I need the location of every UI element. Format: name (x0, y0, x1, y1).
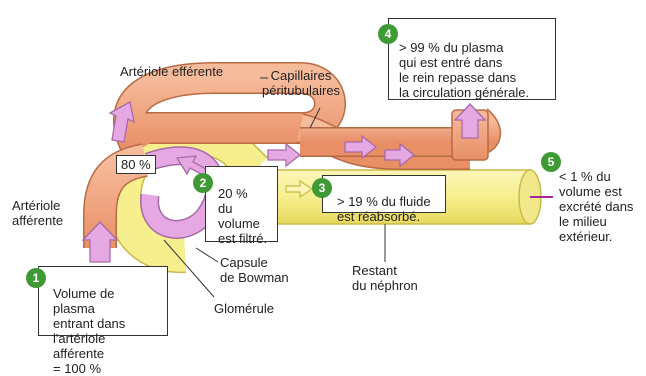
step-4-text: > 99 % du plasma qui est entré dans le r… (399, 40, 529, 100)
step-2-text: 20 % du volume est filtré. (218, 186, 267, 246)
step-3-text: > 19 % du fluide est réabsorbé. (337, 194, 431, 224)
step-2-box: 20 % du volume est filtré. (205, 166, 278, 242)
capillaires-label: Capillaires péritubulaires (262, 68, 340, 98)
step-5-text: < 1 % du volume est excrété dans le mili… (559, 169, 633, 244)
capillary-arrow-1 (268, 144, 300, 166)
nephron-filtration-diagram: > 99 % du plasma qui est entré dans le r… (0, 0, 646, 338)
step-5-badge: 5 (541, 152, 561, 172)
capsule-bowman-label: Capsule de Bowman (220, 255, 289, 285)
arteriole-afferente-label: Artériole afférente (12, 198, 63, 228)
step-4-badge: 4 (378, 24, 398, 44)
restant-nephron-label: Restant du néphron (352, 263, 418, 293)
glomerule-label: Glomérule (214, 301, 274, 316)
step-3-badge: 3 (312, 178, 332, 198)
step-1-box: Volume de plasma entrant dans l'artériol… (38, 266, 168, 336)
step-2-badge: 2 (193, 173, 213, 193)
step-1-badge: 1 (26, 268, 46, 288)
step-1-text: Volume de plasma entrant dans l'artériol… (53, 286, 125, 376)
arteriole-efferente-label: Artériole efférente (120, 64, 223, 79)
step-3-box: > 19 % du fluide est réabsorbé. (322, 175, 446, 213)
percent-80-label: 80 % (116, 155, 156, 174)
step-5-box: < 1 % du volume est excrété dans le mili… (553, 150, 643, 242)
step-4-box: > 99 % du plasma qui est entré dans le r… (388, 18, 556, 100)
